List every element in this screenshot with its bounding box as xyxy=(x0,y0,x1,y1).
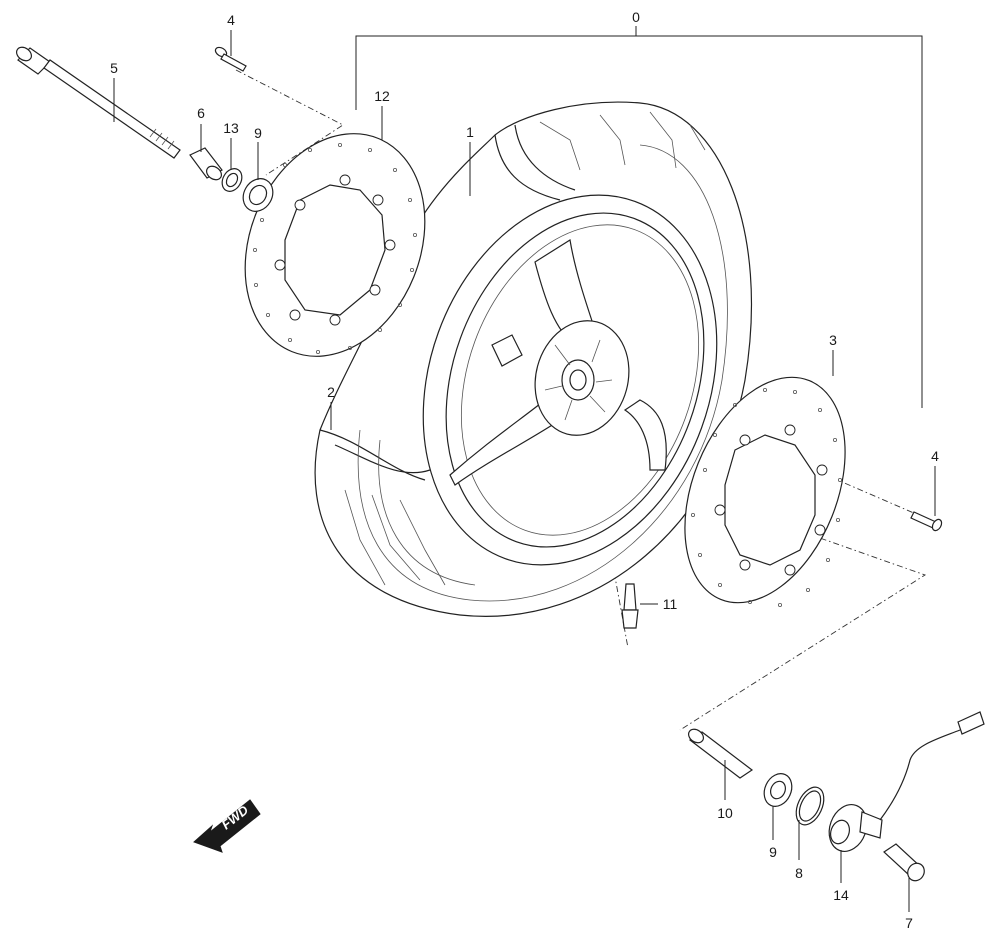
callout-bolt-top: 4 xyxy=(227,12,235,28)
oil-seal xyxy=(221,168,243,192)
callouts: 0 4 5 12 6 13 9 1 3 2 4 11 10 9 8 14 7 xyxy=(110,9,939,931)
callout-oil-seal: 13 xyxy=(223,120,239,136)
left-brake-disc xyxy=(244,133,426,357)
callout-assembly: 0 xyxy=(632,9,640,25)
right-disc-bolt xyxy=(910,511,943,532)
callout-ring: 8 xyxy=(795,865,803,881)
top-disc-bolt xyxy=(214,46,247,72)
retaining-ring xyxy=(795,786,825,826)
axle xyxy=(15,46,181,159)
callout-disc-left: 12 xyxy=(374,88,390,104)
left-collar xyxy=(189,147,223,181)
callout-bearing-right: 9 xyxy=(769,844,777,860)
callout-collar-left: 6 xyxy=(197,105,205,121)
callout-speed-sensor: 14 xyxy=(833,887,849,903)
callout-axle-nut: 7 xyxy=(905,915,913,931)
right-spacer xyxy=(687,728,754,779)
callout-tire: 2 xyxy=(327,384,335,400)
left-bearing xyxy=(242,178,274,212)
speed-sensor xyxy=(828,711,985,852)
tire-valve xyxy=(621,583,639,629)
assembly-bracket xyxy=(355,26,923,408)
axle-nut xyxy=(883,843,925,882)
callout-bolt-right: 4 xyxy=(931,448,939,464)
forward-direction-arrow: FWD xyxy=(193,799,261,853)
right-brake-disc xyxy=(684,376,846,608)
callout-valve: 11 xyxy=(663,596,678,612)
leader-lines xyxy=(113,30,936,912)
callout-spacer: 10 xyxy=(717,805,733,821)
callout-disc-right: 3 xyxy=(829,332,837,348)
callout-axle: 5 xyxy=(110,60,118,76)
right-bearing xyxy=(763,773,793,807)
callout-bearing-left: 9 xyxy=(254,125,262,141)
callout-wheel: 1 xyxy=(466,124,474,140)
